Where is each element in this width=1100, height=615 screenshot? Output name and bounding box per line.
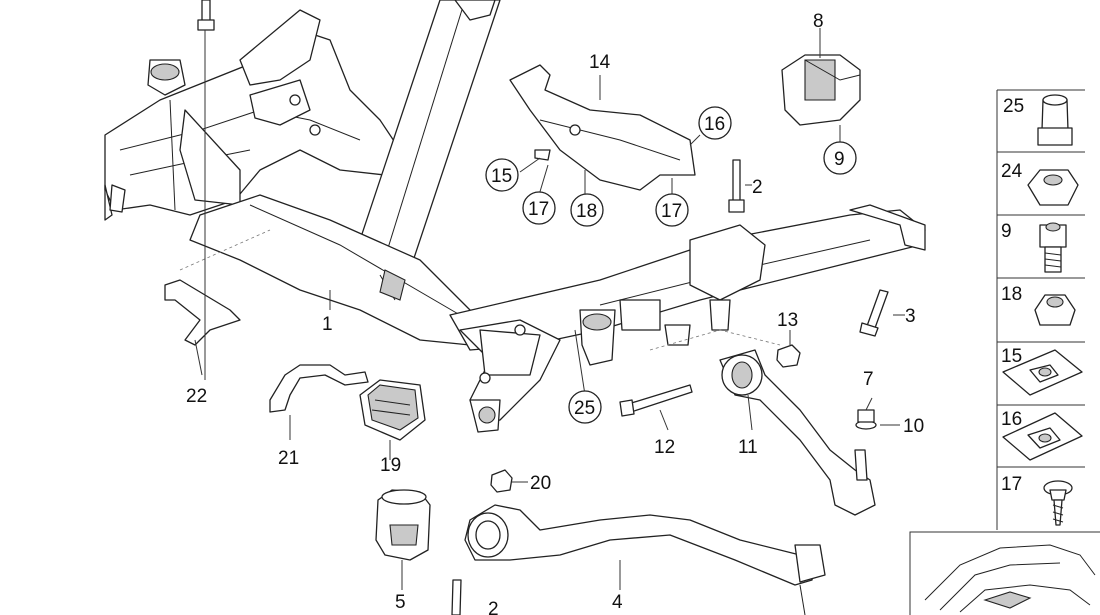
guide-line <box>179 229 271 271</box>
bolt-2 <box>728 159 745 213</box>
callout-labels: 1 2 2 3 4 5 7 8 9 10 11 12 13 14 15 16 1… <box>186 11 924 615</box>
clip-nut-icon <box>1002 349 1083 396</box>
legend-row-15: 15 <box>1001 346 1022 367</box>
rubber-block-19 <box>359 379 426 441</box>
legend-row-16: 16 <box>1001 409 1022 430</box>
legend-row-9: 9 <box>1001 221 1012 242</box>
screw-icon <box>1043 480 1073 526</box>
bolt-top-left <box>197 0 215 31</box>
bolt-bottom <box>451 579 462 615</box>
legend-row-18: 18 <box>1001 284 1022 305</box>
callout-9: 9 <box>834 149 845 170</box>
washer-10 <box>855 409 877 430</box>
lower-link <box>459 319 561 433</box>
hex-nut-icon <box>1027 169 1079 206</box>
bolt-icon <box>1039 222 1067 273</box>
vehicle-location-inset <box>909 531 1100 615</box>
legend-row-25: 25 <box>1003 96 1024 117</box>
flange-nut-icon <box>1034 294 1076 326</box>
callout-4: 4 <box>612 592 623 613</box>
nut-20 <box>490 469 513 493</box>
control-arm-11 <box>719 349 876 516</box>
control-arm-4 <box>464 504 826 615</box>
bolt-3 <box>859 289 889 337</box>
callout-2-bottom: 2 <box>488 599 499 615</box>
front-subframe <box>104 9 401 221</box>
callout-17-right: 17 <box>661 201 682 222</box>
callout-5: 5 <box>395 592 406 613</box>
callout-13: 13 <box>777 310 798 331</box>
callout-14: 14 <box>589 52 611 73</box>
bolt-12 <box>619 384 693 417</box>
legend-row-17: 17 <box>1001 474 1022 495</box>
speed-nut-icon <box>1002 412 1083 461</box>
callout-12: 12 <box>654 437 675 458</box>
callout-3: 3 <box>905 306 916 327</box>
engine-mount <box>781 54 861 126</box>
hardware-legend-table: 25 24 9 18 15 16 17 <box>996 89 1085 530</box>
callout-17-left: 17 <box>528 199 549 220</box>
heat-shield <box>509 64 696 191</box>
right-arm <box>449 204 926 366</box>
cap-nut-icon <box>1037 94 1073 146</box>
callout-16: 16 <box>704 114 725 135</box>
callout-18: 18 <box>576 201 597 222</box>
clamp-21 <box>269 364 369 413</box>
callout-21: 21 <box>278 448 299 469</box>
callout-2: 2 <box>752 177 763 198</box>
callout-19: 19 <box>380 455 401 476</box>
callout-15: 15 <box>491 166 512 187</box>
callout-10: 10 <box>903 416 924 437</box>
callout-7: 7 <box>863 369 874 390</box>
legend-row-24: 24 <box>1001 161 1023 182</box>
bushing-5 <box>375 489 431 561</box>
callout-11: 11 <box>738 437 758 458</box>
nut-13 <box>776 344 801 368</box>
callout-25: 25 <box>574 398 595 419</box>
cross-member <box>189 194 481 346</box>
bracket-22 <box>164 279 241 346</box>
callout-20: 20 <box>530 473 551 494</box>
callout-8: 8 <box>813 11 824 32</box>
callout-1: 1 <box>322 314 333 335</box>
callout-circles <box>485 106 857 424</box>
callout-22: 22 <box>186 386 207 407</box>
guide-line <box>649 329 781 351</box>
